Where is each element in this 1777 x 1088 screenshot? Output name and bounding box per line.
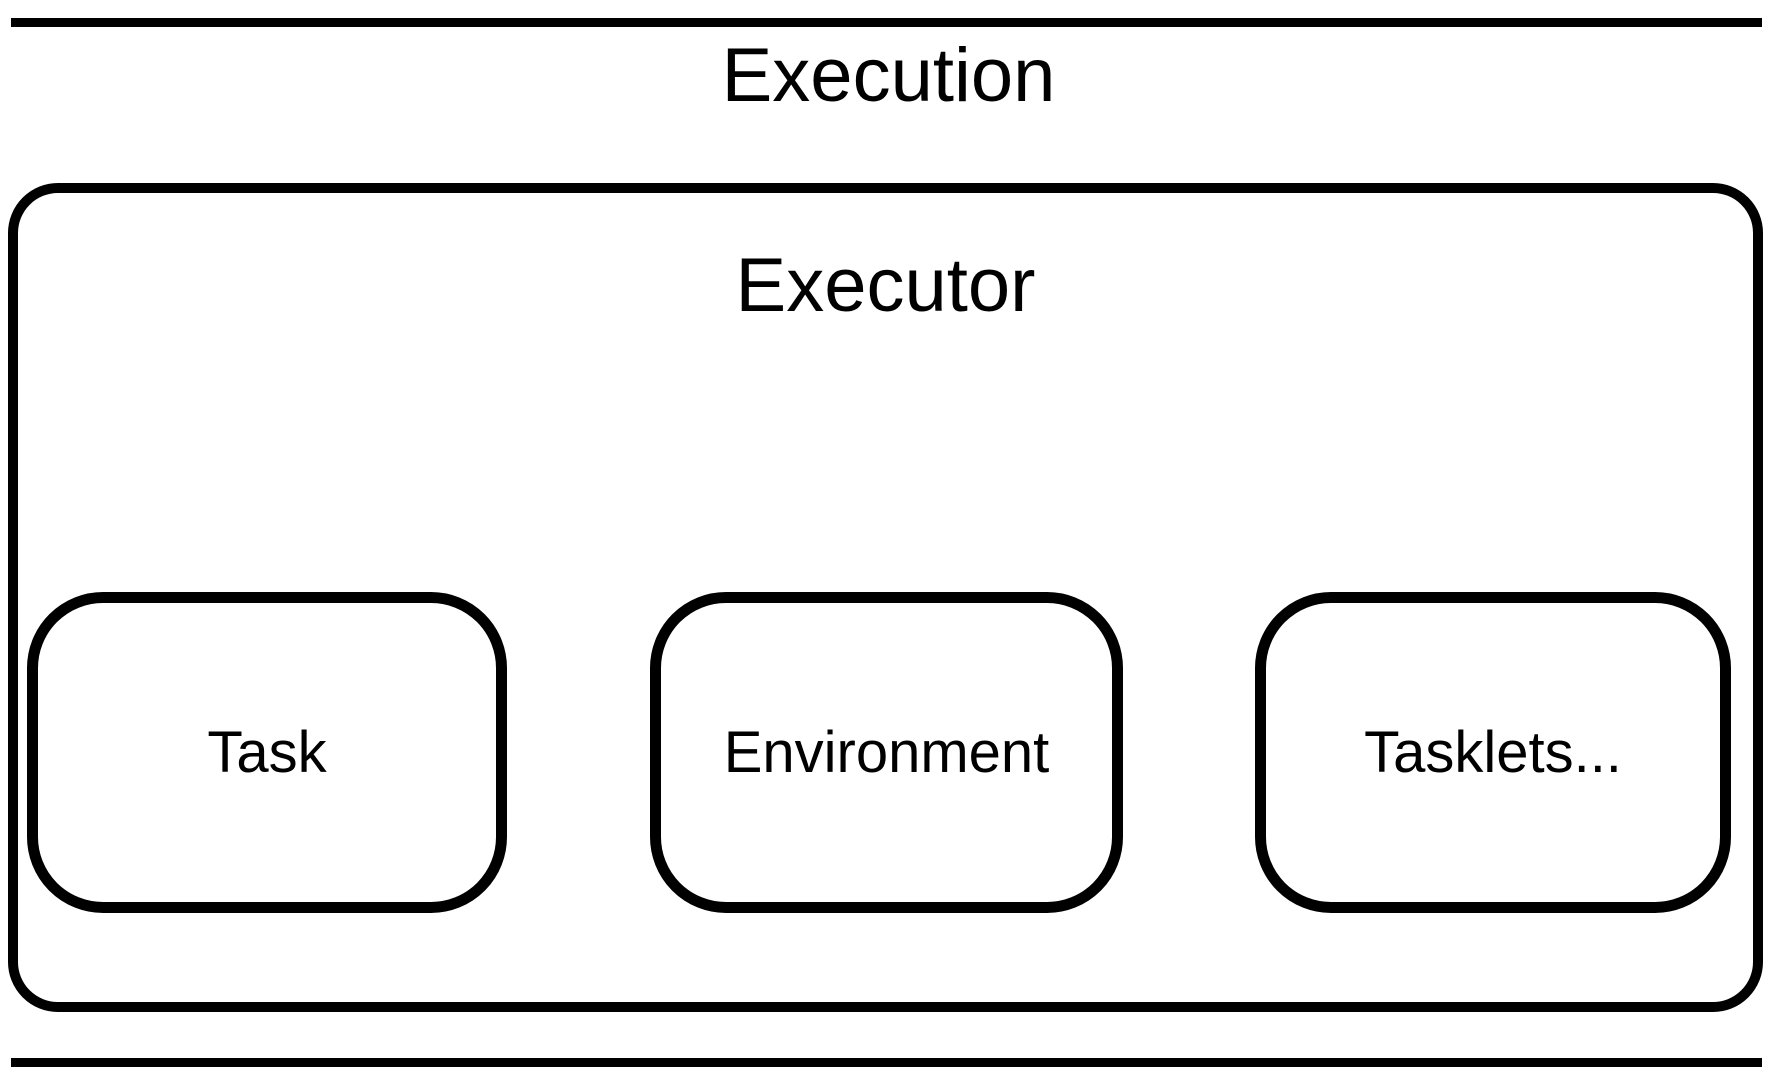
environment-box-label: Environment [723, 719, 1050, 785]
tasklets-box: Tasklets... [1255, 592, 1731, 913]
page-title: Execution [721, 33, 1056, 118]
top-rule [11, 18, 1762, 27]
environment-box: Environment [650, 592, 1123, 913]
executor-box: Executor Task Environment Tasklets... [8, 183, 1763, 1012]
tasklets-box-label: Tasklets... [1364, 719, 1622, 785]
task-box: Task [27, 592, 507, 913]
task-box-label: Task [207, 719, 327, 785]
bottom-rule [11, 1058, 1762, 1067]
executor-box-label: Executor [735, 243, 1036, 328]
